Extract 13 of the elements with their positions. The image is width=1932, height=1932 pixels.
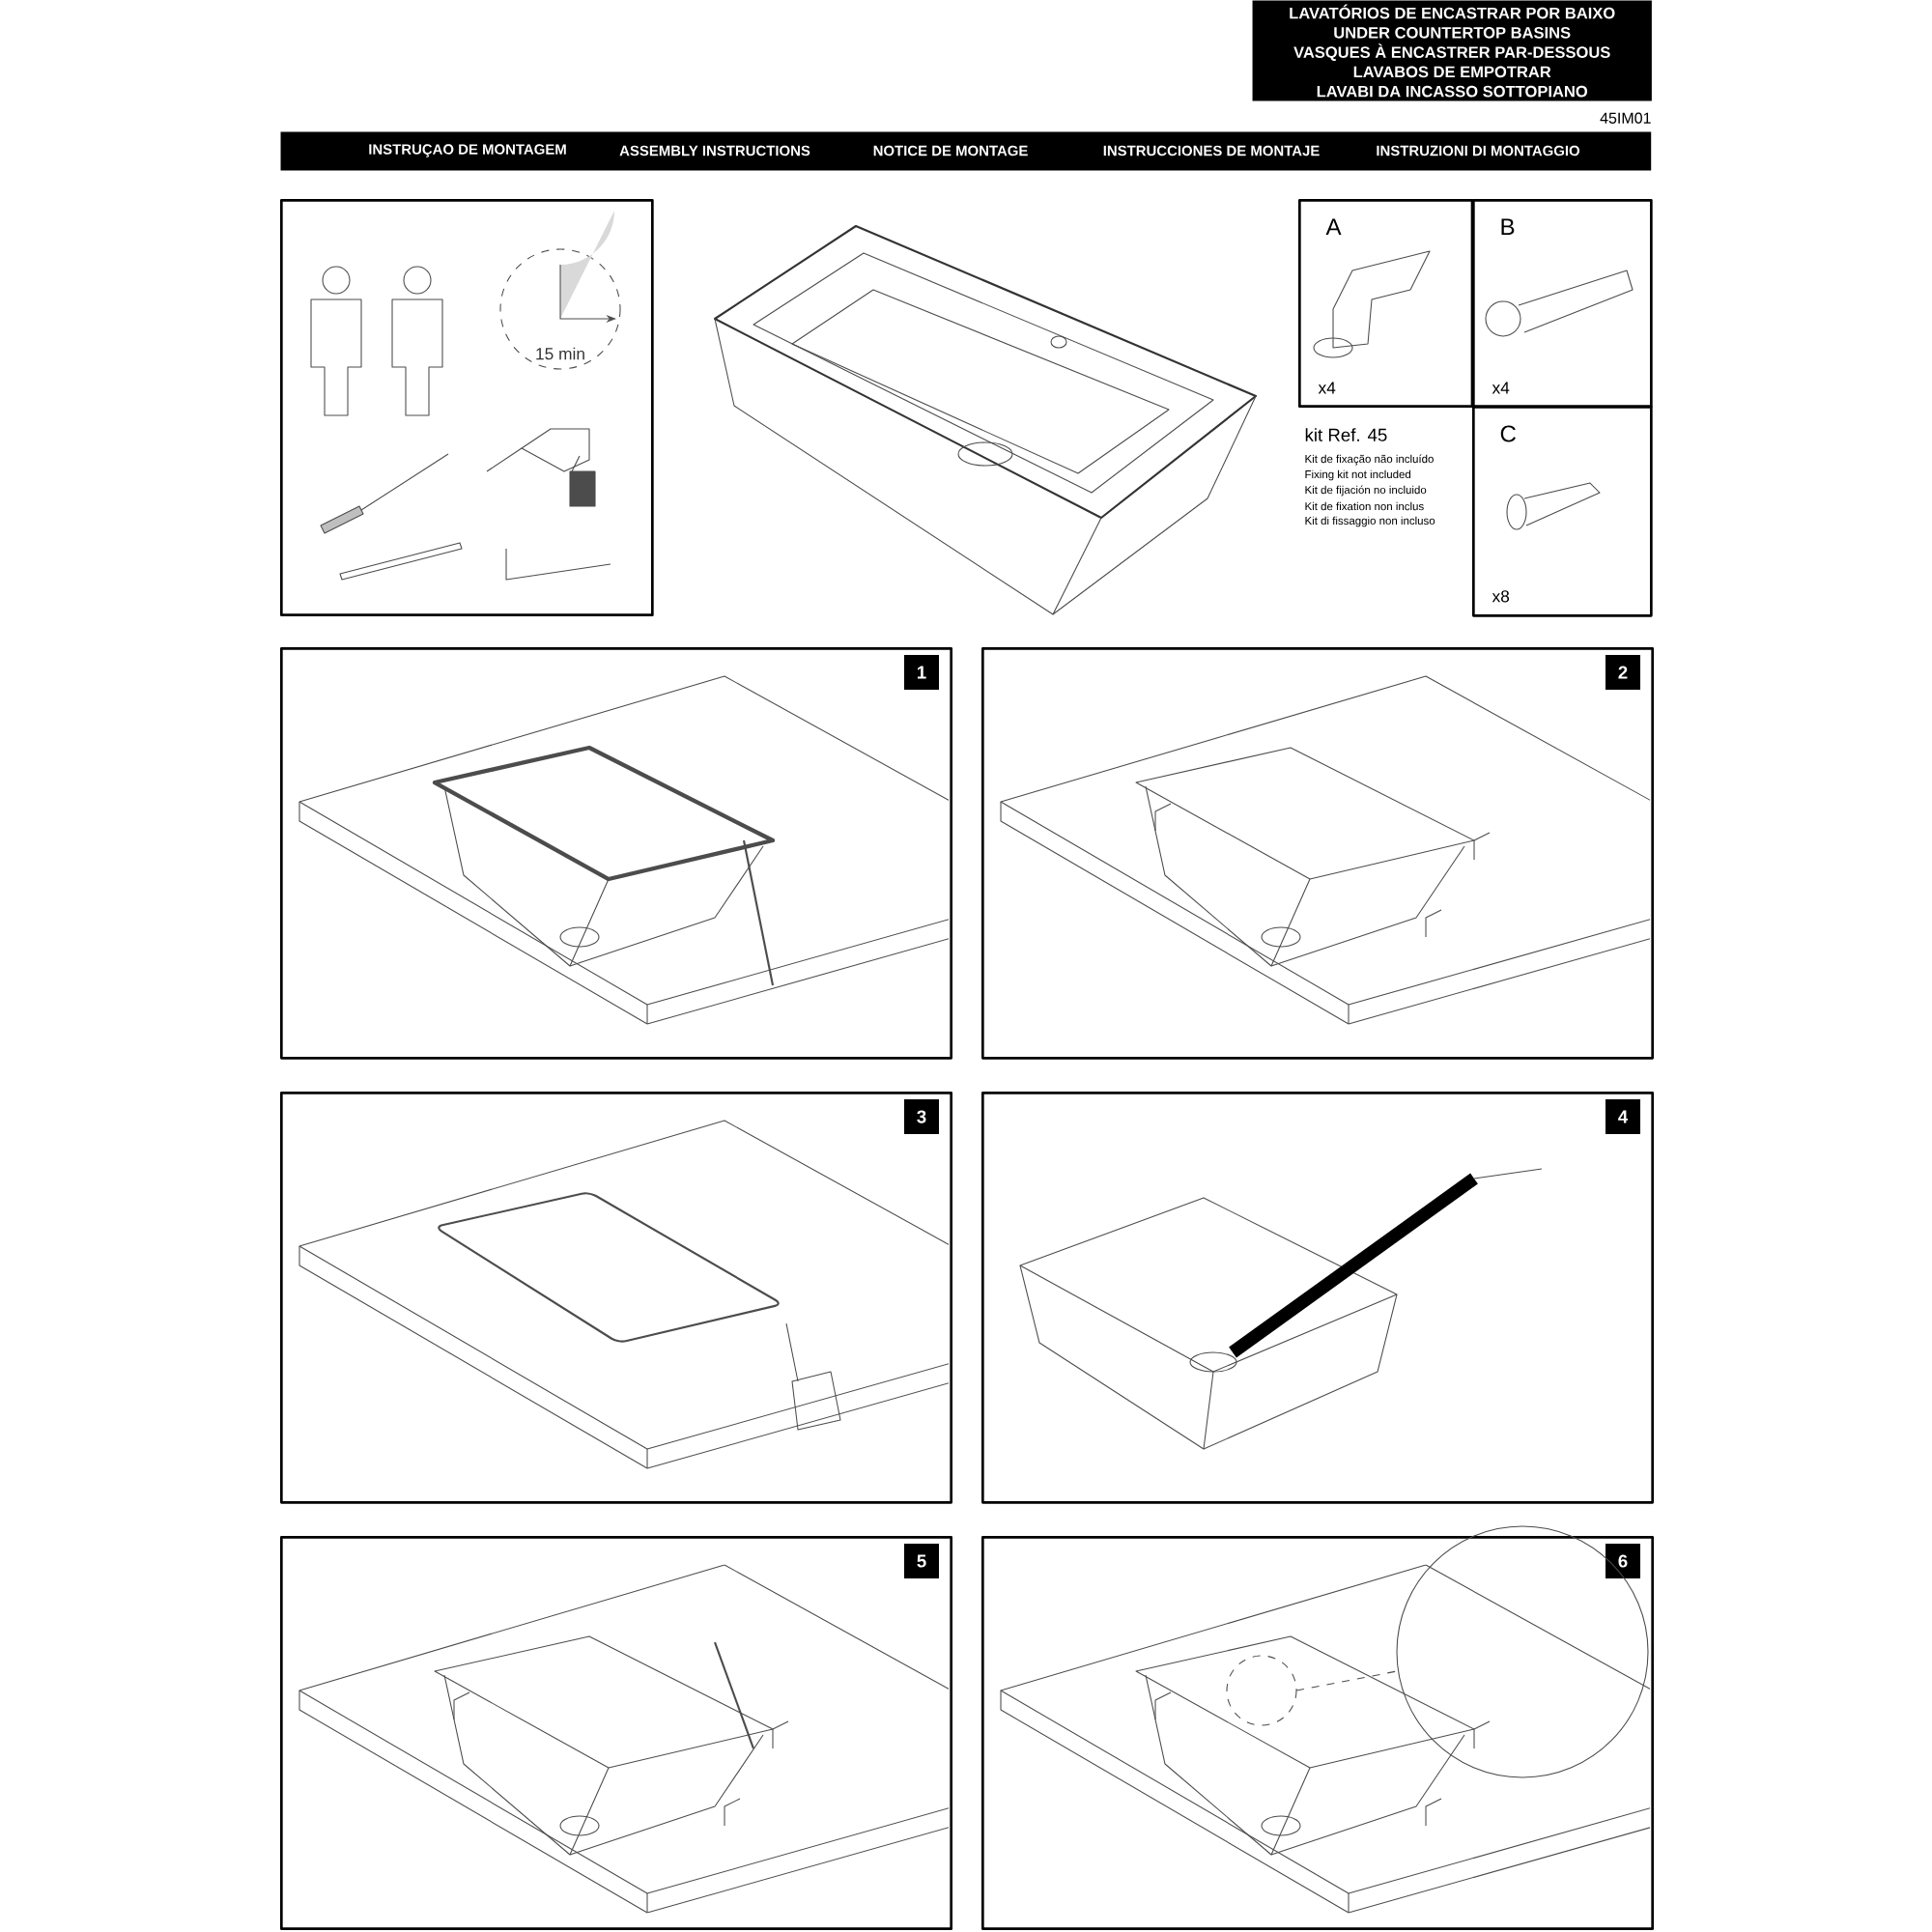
- step-panel: 3: [280, 1092, 952, 1504]
- part-cell: B x4: [1472, 199, 1653, 408]
- step-panel: 4: [981, 1092, 1655, 1504]
- part-cell: C x8: [1472, 406, 1653, 617]
- step-panel: 1: [280, 647, 952, 1060]
- title-banner: LAVATÓRIOS DE ENCASTRAR POR BAIXO UNDER COUNTERTOP BASINS VASQUES À ENCASTRER PAR-DESSOUS LAVABOS DE EMPOTRAR LAVABI DA INCASSO SOTTOPIANO: [1252, 0, 1652, 101]
- part-cell: A x4: [1298, 199, 1474, 408]
- kit-reference: kit Ref. 45: [1305, 428, 1387, 441]
- step-panel: 6: [981, 1536, 1655, 1931]
- step-panel: 5: [280, 1536, 952, 1931]
- tools-panel: 15 min: [280, 199, 654, 616]
- document-code: 45IM01: [1600, 112, 1651, 124]
- step-panel: 2: [981, 647, 1655, 1060]
